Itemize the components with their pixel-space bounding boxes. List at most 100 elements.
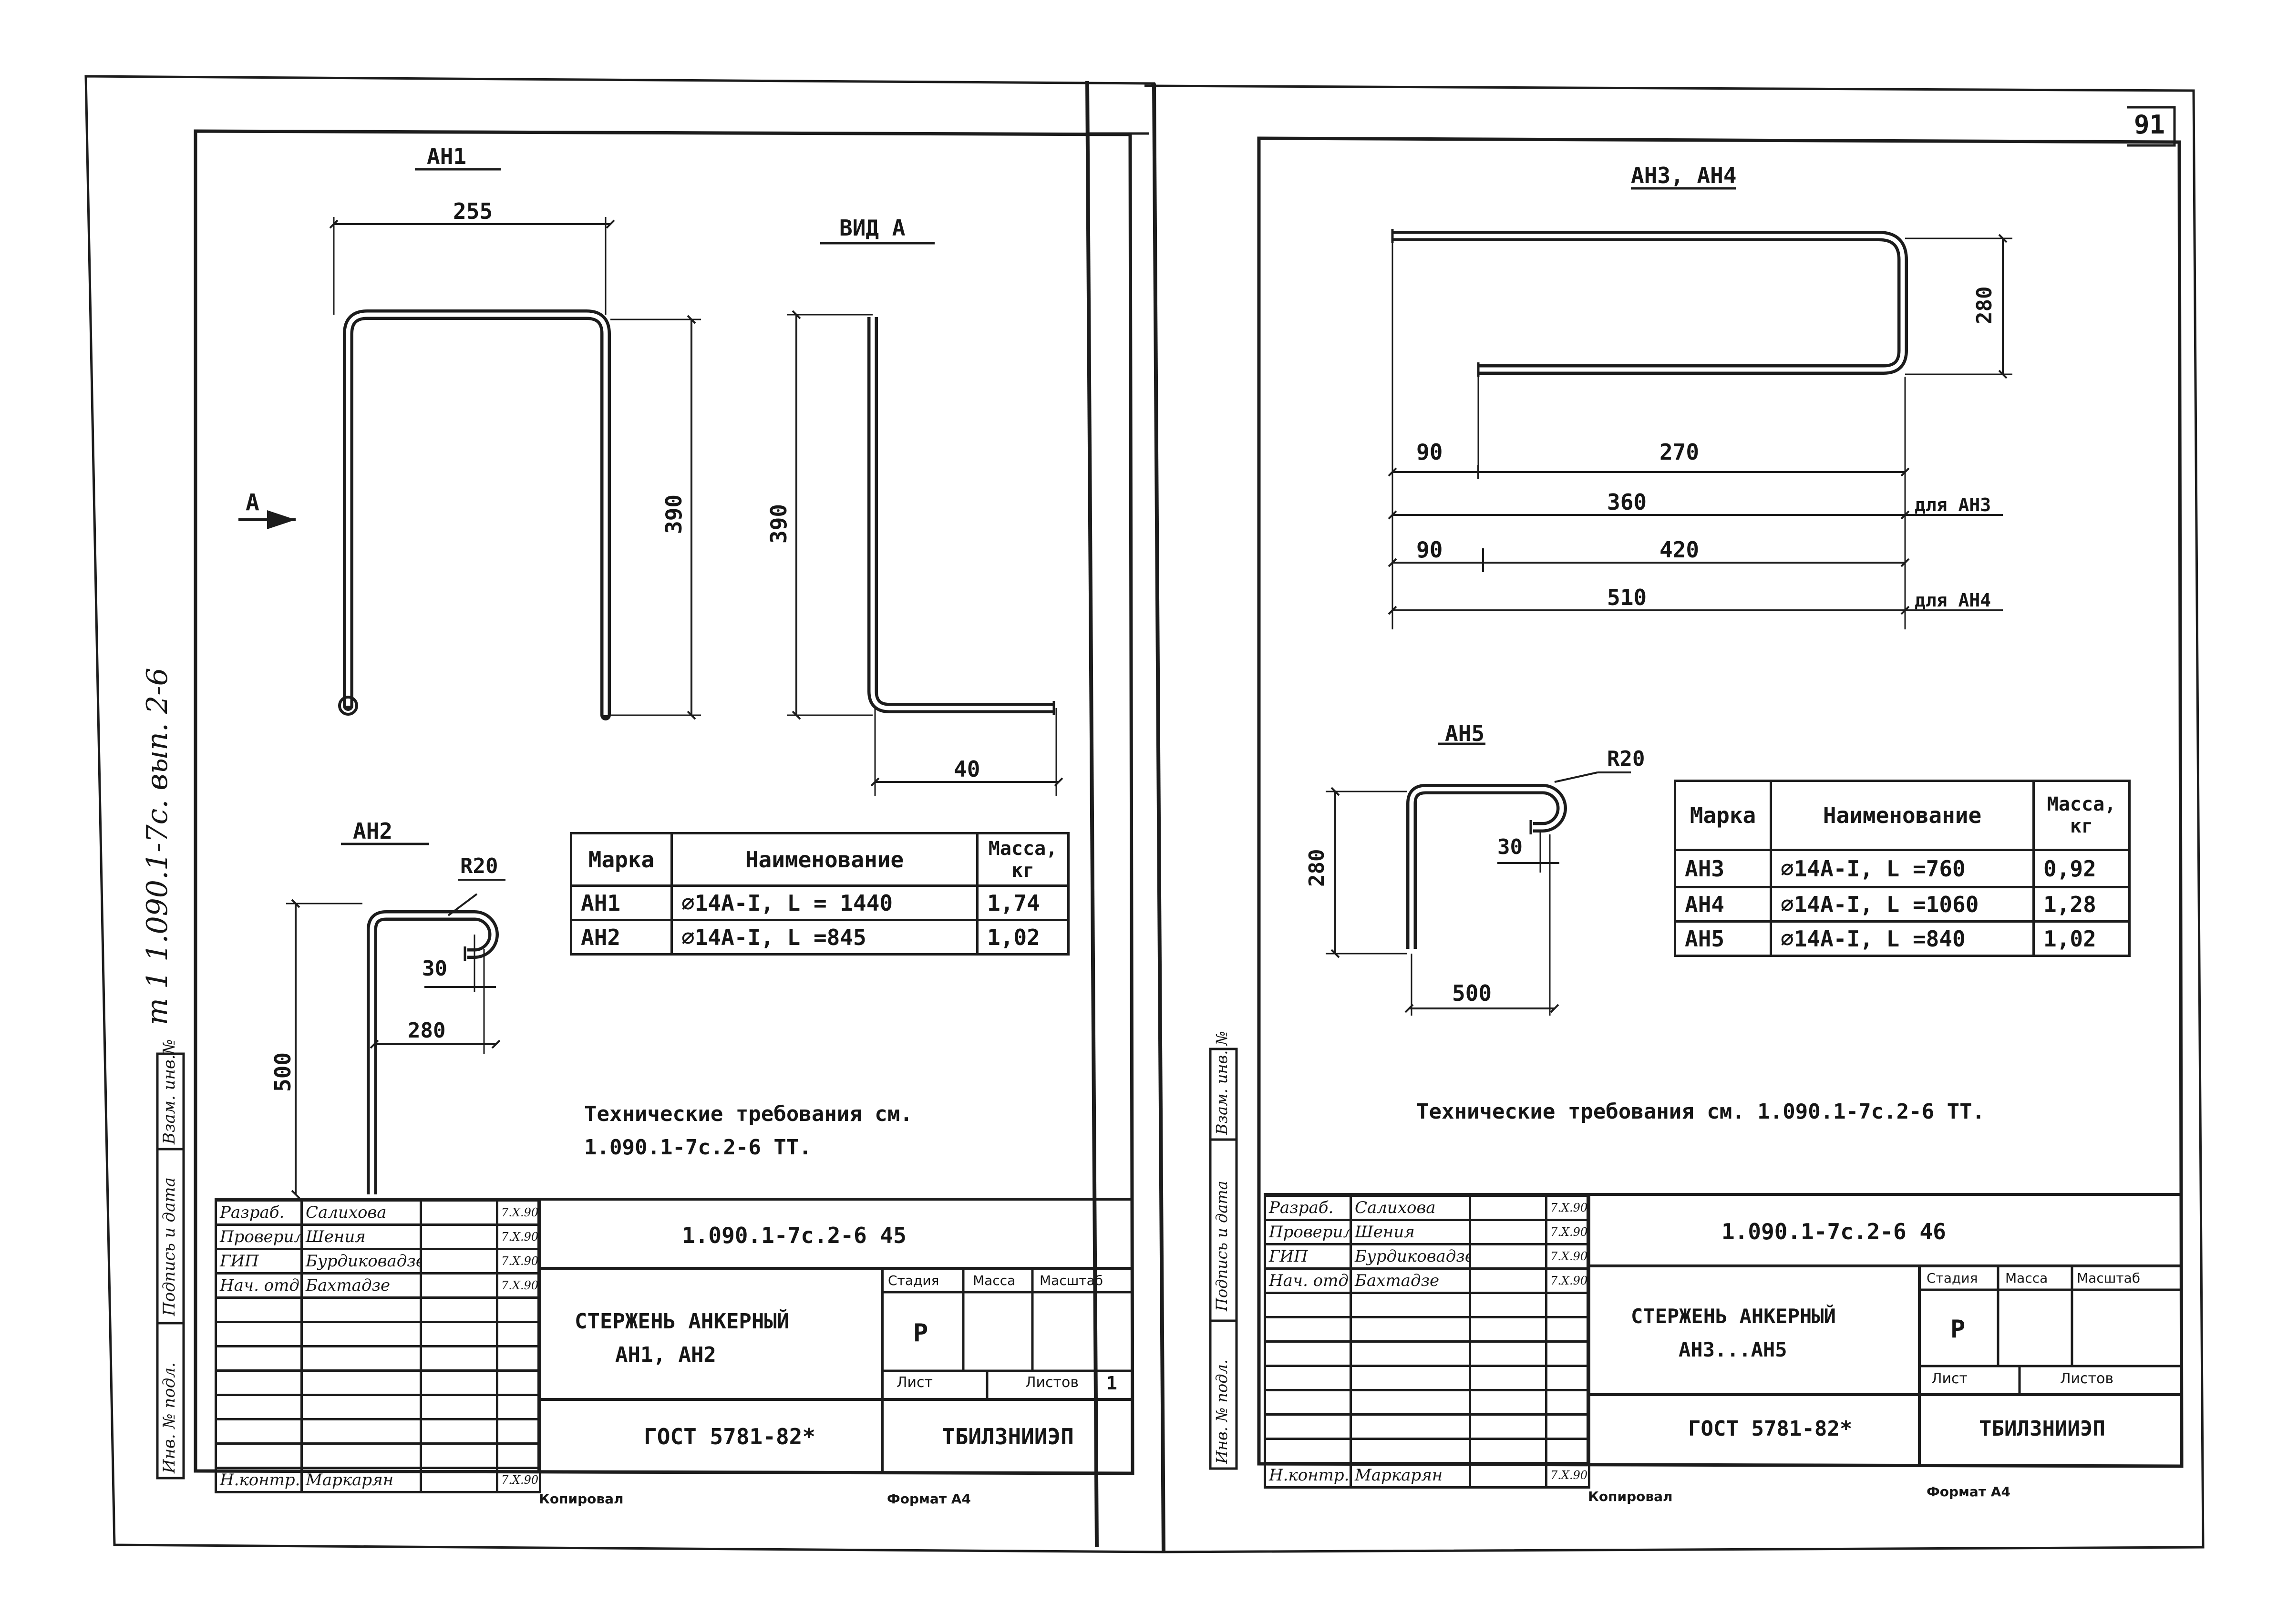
table-cell: 1,02	[2032, 920, 2131, 957]
side-stamp-label: Подпись и дата	[160, 1177, 179, 1316]
date-cell: 7.Х.90	[1545, 1219, 1590, 1245]
item-name: АН1, АН2	[615, 1343, 716, 1367]
dimension-label: 280	[408, 1018, 446, 1043]
stage-label: Стадия	[888, 1273, 939, 1288]
signature-cell	[420, 1223, 498, 1250]
table-header: Масса, кг	[976, 832, 1070, 887]
signature-cell	[1469, 1267, 1547, 1294]
date-cell: 7.Х.90	[496, 1248, 541, 1275]
sheets-label: Листов	[1025, 1374, 1079, 1391]
name-cell: Шения	[1350, 1219, 1471, 1245]
name-cell: Маркарян	[1350, 1462, 1471, 1489]
scale-label: Масштаб	[2077, 1270, 2141, 1286]
view-arrow-label: А	[246, 489, 259, 516]
table-cell: АН4	[1674, 886, 1772, 923]
table-cell: АН1	[570, 884, 673, 921]
signature-cell	[1469, 1462, 1547, 1489]
stage-value: Р	[1950, 1315, 1966, 1344]
mass-label: Масса	[973, 1273, 1016, 1288]
spec-table: Марка Наименование Масса, кг АН3 ⌀14А-I,…	[1674, 780, 2131, 957]
role-cell: Нач. отд.	[1264, 1267, 1352, 1294]
role-cell: Нач. отд.	[215, 1272, 303, 1299]
side-stamp-label: Взам. инв.№	[160, 1039, 179, 1144]
margin-note: т 1 1.090.1-7с. вып. 2-6	[141, 668, 174, 1025]
dimension-label: 390	[766, 504, 792, 544]
name-cell: Салихова	[300, 1199, 422, 1226]
sheets-label: Листов	[2060, 1370, 2114, 1387]
table-cell: АН5	[1674, 920, 1772, 957]
table-cell: 1,74	[976, 884, 1070, 921]
signature-cell	[420, 1199, 498, 1226]
dimension-note: для АН4	[1915, 590, 1991, 611]
table-cell: ⌀14А-I, L = 1440	[670, 884, 979, 921]
standard: ГОСТ 5781-82*	[644, 1424, 816, 1449]
sheet-label: Лист	[897, 1374, 933, 1391]
role-cell: Проверил	[1264, 1219, 1352, 1245]
standard: ГОСТ 5781-82*	[1688, 1417, 1853, 1441]
table-cell: ⌀14А-I, L =840	[1770, 920, 2035, 957]
date-cell: 7.Х.90	[1545, 1462, 1590, 1489]
role-cell: Н.контр.	[1264, 1462, 1352, 1489]
footer-copied: Копировал	[1588, 1489, 1673, 1504]
signature-cell	[420, 1272, 498, 1299]
organization: ТБИЛЗНИИЭП	[1979, 1417, 2105, 1441]
dimension-label: 40	[954, 756, 980, 782]
drawing-title-ah3-ah4: АН3, АН4	[1631, 163, 1737, 188]
table-header: Наименование	[1770, 780, 2035, 851]
spec-table: Марка Наименование Масса, кг АН1 ⌀14А-I,…	[570, 832, 1070, 956]
signature-cell	[1469, 1219, 1547, 1245]
mass-label: Масса	[2005, 1270, 2048, 1286]
scale-label: Масштаб	[1040, 1273, 1103, 1288]
table-header: Марка	[570, 832, 673, 887]
side-stamp-label: Подпись и дата	[1213, 1181, 1231, 1311]
table-header: Наименование	[670, 832, 979, 887]
table-cell: ⌀14А-I, L =760	[1770, 849, 2035, 888]
role-cell: Проверил	[215, 1223, 303, 1250]
name-cell: Салихова	[1350, 1194, 1471, 1221]
tech-note: Технические требования см.	[584, 1102, 913, 1126]
footer-format: Формат А4	[1927, 1484, 2010, 1500]
table-cell: ⌀14А-I, L =1060	[1770, 886, 2035, 923]
document-code: 1.090.1-7с.2-6 46	[1721, 1219, 1946, 1244]
dimension-label: 390	[661, 494, 687, 534]
table-cell: 1,02	[976, 919, 1070, 956]
footer-copied: Копировал	[539, 1491, 624, 1507]
item-name: СТЕРЖЕНЬ АНКЕРНЫЙ	[575, 1309, 790, 1334]
document-code: 1.090.1-7с.2-6 45	[682, 1223, 907, 1248]
tech-note: Технические требования см. 1.090.1-7с.2-…	[1416, 1100, 1985, 1124]
stage-label: Стадия	[1927, 1270, 1978, 1286]
dimension-label: 280	[1972, 286, 1997, 324]
date-cell: 7.Х.90	[496, 1272, 541, 1299]
tech-note: 1.090.1-7с.2-6 ТТ.	[584, 1135, 812, 1160]
role-cell: Разраб.	[1264, 1194, 1352, 1221]
name-cell: Шения	[300, 1223, 422, 1250]
role-cell: ГИП	[215, 1248, 303, 1275]
date-cell: 7.Х.90	[496, 1199, 541, 1226]
sheets-value: 1	[1106, 1373, 1117, 1394]
table-cell: АН3	[1674, 849, 1772, 888]
table-cell: АН2	[570, 919, 673, 956]
name-cell: Маркарян	[300, 1467, 422, 1493]
dimension-label: 500	[270, 1052, 296, 1092]
radius-label: R20	[460, 854, 498, 878]
signature-cell	[420, 1467, 498, 1493]
table-cell: ⌀14А-I, L =845	[670, 919, 979, 956]
drawing-title-ah5: АН5	[1445, 720, 1485, 746]
stage-value: Р	[913, 1319, 928, 1347]
date-cell: 7.Х.90	[496, 1223, 541, 1250]
item-name: СТЕРЖЕНЬ АНКЕРНЫЙ	[1631, 1305, 1836, 1328]
date-cell: 7.Х.90	[1545, 1243, 1590, 1270]
drawing-title-view-a: ВИД А	[839, 215, 906, 241]
sheet-label: Лист	[1931, 1370, 1968, 1387]
role-cell: Разраб.	[215, 1199, 303, 1226]
dimension-label: 90	[1416, 439, 1443, 465]
date-cell: 7.Х.90	[1545, 1267, 1590, 1294]
dimension-label: 500	[1452, 980, 1492, 1006]
name-cell: Бурдиковадзе	[300, 1248, 422, 1275]
dimension-label: 255	[453, 198, 493, 224]
table-cell: 1,28	[2032, 886, 2131, 923]
table-header: Масса, кг	[2032, 780, 2131, 851]
